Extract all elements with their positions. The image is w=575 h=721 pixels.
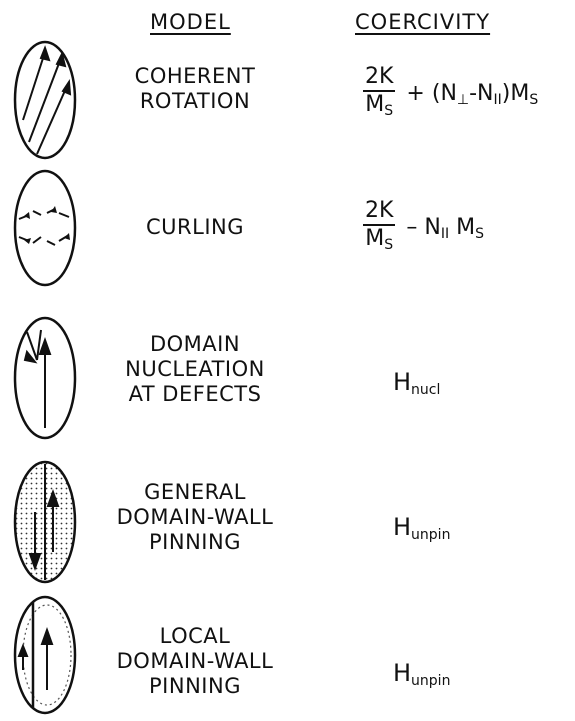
- model-line: DOMAIN-WALL: [80, 649, 310, 674]
- ellipse-local-pinning-icon: [5, 590, 85, 720]
- model-line: AT DEFECTS: [80, 382, 310, 407]
- model-domain-nucleation: DOMAIN NUCLEATION AT DEFECTS: [80, 332, 310, 407]
- model-line: GENERAL: [80, 480, 310, 505]
- model-line: COHERENT: [80, 64, 310, 89]
- model-line: DOMAIN-WALL: [80, 505, 310, 530]
- model-line: DOMAIN: [80, 332, 310, 357]
- fraction: 2K MS: [363, 198, 395, 258]
- model-line: CURLING: [80, 215, 310, 240]
- ellipse-nucleation-icon: [5, 308, 85, 448]
- fraction: 2K MS: [363, 64, 395, 124]
- fraction-denominator: MS: [363, 92, 395, 124]
- formula-domain-nucleation: Hnucl: [393, 368, 440, 398]
- formula-local-domain-wall-pinning: Hunpin: [393, 659, 450, 689]
- fraction-denominator: MS: [363, 226, 395, 258]
- fraction-numerator: 2K: [363, 64, 395, 92]
- ellipse-parallel-arrows-icon: [5, 30, 85, 170]
- model-column-header: MODEL: [150, 10, 231, 34]
- model-coherent-rotation: COHERENT ROTATION: [80, 64, 310, 114]
- model-local-domain-wall-pinning: LOCAL DOMAIN-WALL PINNING: [80, 624, 310, 699]
- model-curling: CURLING: [80, 215, 310, 240]
- model-line: ROTATION: [80, 89, 310, 114]
- formula-coherent-rotation: 2K MS + (N⊥-NII)MS: [363, 64, 538, 124]
- model-line: PINNING: [80, 530, 310, 555]
- model-line: LOCAL: [80, 624, 310, 649]
- ellipse-curling-arrows-icon: [5, 163, 85, 293]
- model-general-domain-wall-pinning: GENERAL DOMAIN-WALL PINNING: [80, 480, 310, 555]
- model-line: PINNING: [80, 674, 310, 699]
- model-line: NUCLEATION: [80, 357, 310, 382]
- formula-general-domain-wall-pinning: Hunpin: [393, 513, 450, 543]
- fraction-numerator: 2K: [363, 198, 395, 226]
- coercivity-column-header: COERCIVITY: [355, 10, 490, 34]
- ellipse-general-pinning-icon: [5, 452, 85, 592]
- formula-curling: 2K MS – NII MS: [363, 198, 484, 258]
